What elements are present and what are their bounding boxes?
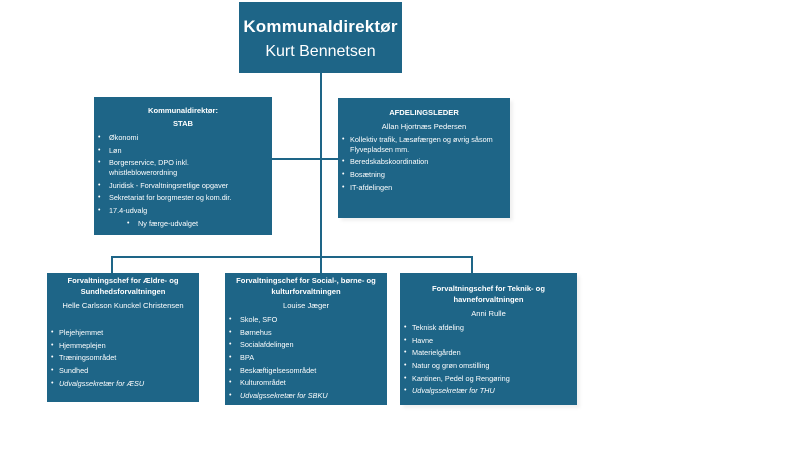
list-item: Sekretariat for borgmester og kom.dir.: [94, 193, 272, 203]
department-chief-name: Anni Rulle: [471, 309, 506, 318]
list-item: Borgerservice, DPO inkl. whistlebloweror…: [94, 158, 219, 177]
list-item: Juridisk - Forvaltningsretlige opgaver: [94, 181, 272, 191]
list-item: Sundhed: [47, 366, 199, 376]
list-item: Løn: [94, 146, 272, 156]
list-item: Socialafdelingen: [225, 340, 387, 350]
stab-subtitle: STAB: [172, 119, 194, 128]
list-item: Beskæftigelsesområdet: [225, 366, 387, 376]
list-item: Natur og grøn omstilling: [400, 361, 577, 371]
list-item: Havne: [400, 336, 577, 346]
stab-title: Kommunaldirektør:: [147, 106, 219, 115]
list-item: 17.4-udvalg: [94, 206, 272, 216]
list-item: Teknisk afdeling: [400, 323, 577, 333]
list-item: Træningsområdet: [47, 353, 199, 363]
list-item: BPA: [225, 353, 387, 363]
department-chief-name: Louise Jæger: [282, 301, 329, 310]
list-item: Skole, SFO: [225, 315, 387, 325]
list-subitem: Ny færge-udvalget: [94, 219, 272, 229]
connector-main-vertical: [320, 73, 322, 258]
director-title: Kommunaldirektør: [243, 17, 398, 36]
department-title: Forvaltningschef for Social-, børne- og …: [236, 276, 376, 296]
department-list: Plejehjemmet Hjemmeplejen Træningsområde…: [47, 328, 199, 388]
department-title: Forvaltningschef for Teknik- og havnefor…: [432, 284, 545, 304]
list-item: Beredskabskoordination: [338, 157, 510, 167]
list-item: Bosætning: [338, 170, 510, 180]
list-item: IT-afdelingen: [338, 183, 510, 193]
list-item: Kantinen, Pedel og Rengøring: [400, 374, 577, 384]
list-item: Økonomi: [94, 133, 272, 143]
afdelingsleder-title: AFDELINGSLEDER: [389, 108, 459, 117]
department-list: Teknisk afdeling Havne Materielgården Na…: [400, 323, 577, 396]
list-item-secretary: Udvalgssekretær for ÆSU: [47, 379, 199, 389]
afdelingsleder-list: Kollektiv trafik, Læsøfærgen og øvrig så…: [338, 135, 510, 192]
connector-staff-horizontal: [272, 158, 338, 160]
department-list: Skole, SFO Børnehus Socialafdelingen BPA…: [225, 315, 387, 401]
connector-bottom-bus: [111, 256, 473, 258]
connector-left-drop: [111, 256, 113, 273]
department-title: Forvaltningschef for Ældre- og Sundhedsf…: [67, 276, 179, 296]
list-item: Hjemmeplejen: [47, 341, 199, 351]
list-item: Materielgården: [400, 348, 577, 358]
director-name: Kurt Bennetsen: [265, 43, 376, 60]
list-item: Børnehus: [225, 328, 387, 338]
afdelingsleder-box: AFDELINGSLEDER Allan Hjortnæs Pedersen K…: [338, 98, 510, 218]
department-box-social-boerne-kultur: Forvaltningschef for Social-, børne- og …: [225, 273, 387, 405]
connector-middle-drop: [320, 256, 322, 273]
stab-list: Økonomi Løn Borgerservice, DPO inkl. whi…: [94, 133, 272, 228]
afdelingsleder-name: Allan Hjortnæs Pedersen: [381, 122, 467, 131]
list-item: Plejehjemmet: [47, 328, 199, 338]
connector-right-drop: [471, 256, 473, 273]
department-box-teknik-havne: Forvaltningschef for Teknik- og havnefor…: [400, 273, 577, 405]
list-item-secretary: Udvalgssekretær for SBKU: [225, 391, 387, 401]
list-item: Kulturområdet: [225, 378, 387, 388]
director-box: Kommunaldirektør Kurt Bennetsen: [239, 2, 402, 73]
department-box-aeldre-sundhed: Forvaltningschef for Ældre- og Sundhedsf…: [47, 273, 199, 402]
list-item: Kollektiv trafik, Læsøfærgen og øvrig så…: [338, 135, 510, 154]
list-item-secretary: Udvalgssekretær for THU: [400, 386, 577, 396]
stab-box: Kommunaldirektør: STAB Økonomi Løn Borge…: [94, 97, 272, 235]
department-chief-name: Helle Carlsson Kunckel Christensen: [62, 301, 184, 310]
